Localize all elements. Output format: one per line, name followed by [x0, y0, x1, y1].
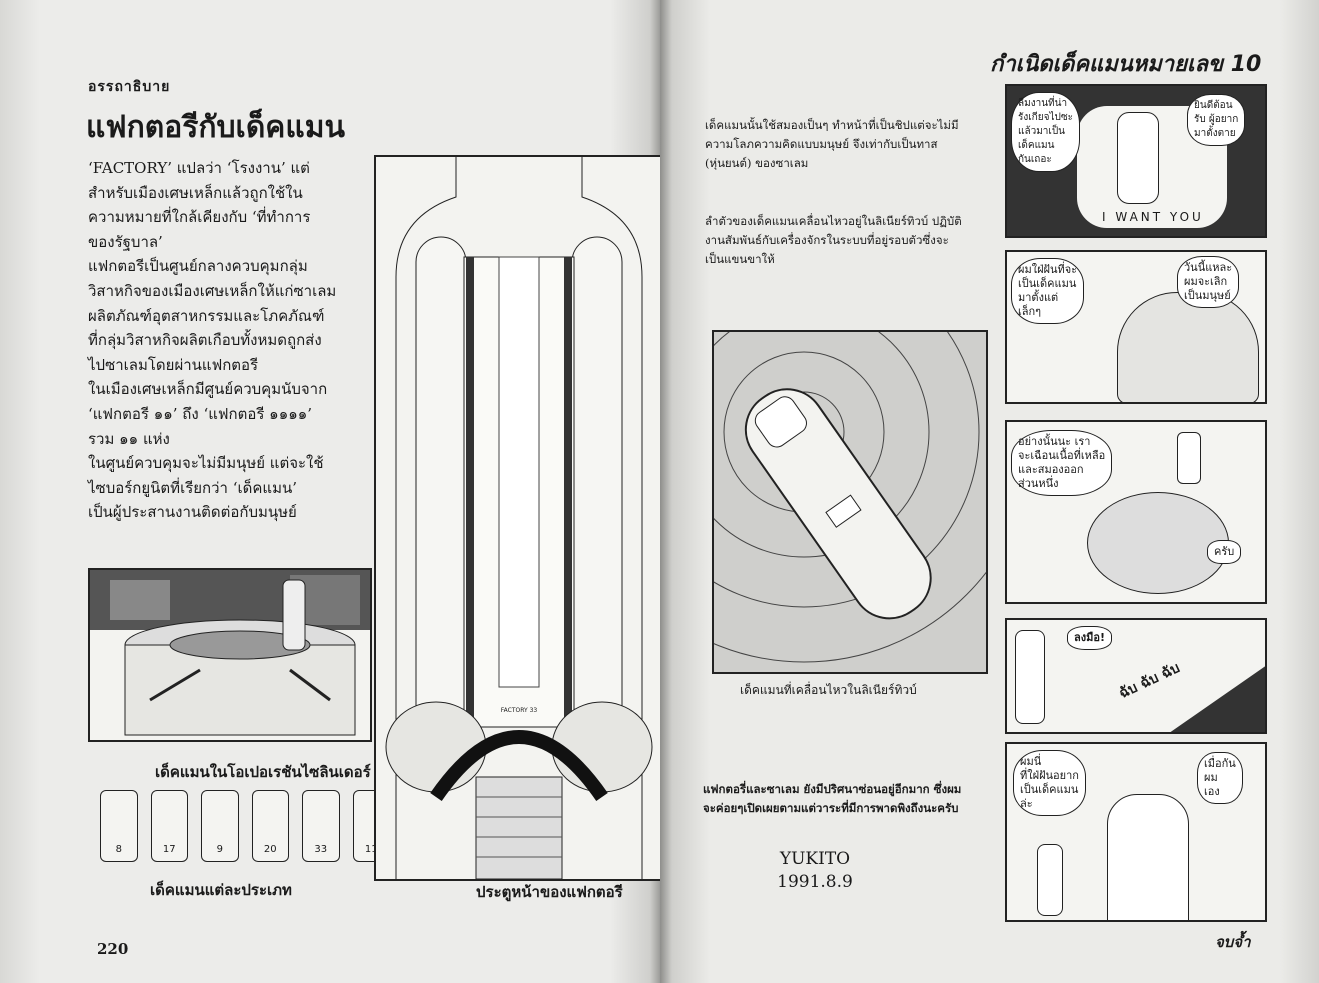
deckman-figure: 20	[251, 790, 289, 862]
linear-tube-illustration	[712, 330, 988, 674]
paragraph-3: แฟกตอรี่และซาเลม ยังมีปริศนาซ่อนอยู่อีกม…	[703, 780, 961, 818]
factory-sign: FACTORY 33	[500, 707, 538, 714]
operation-cylinder-illustration	[88, 568, 372, 742]
factory-drawing	[385, 157, 653, 879]
date: 1991.8.9	[777, 872, 853, 892]
author: YUKITO	[779, 849, 851, 869]
deckman-character	[1037, 844, 1063, 916]
page-number: 220	[97, 940, 129, 958]
speech-bubble: ครับ	[1207, 540, 1242, 564]
left-page: อรรถาธิบาย แฟกตอรีกับเด็คแมน ‘FACTORY’ แ…	[0, 0, 664, 983]
text-line: ความโลภความคิดแบบมนุษย์ จึงเท่ากับเป็นทา…	[705, 137, 938, 151]
body-line: เป็นผู้ประสานงานติดต่อกับมนุษย์	[88, 503, 297, 522]
comic-panel: ผมใฝ่ฝันที่จะ เป็นเด็คแมน มาตั้งแต่ เล็ก…	[1005, 250, 1267, 404]
deckman-number: 8	[115, 844, 122, 855]
character-body	[1117, 292, 1259, 402]
deckman-character	[1117, 112, 1159, 204]
deckman-number: 33	[314, 844, 328, 855]
deckman-10-character	[1107, 794, 1189, 920]
speech-bubble: ลงมือ!	[1067, 626, 1112, 650]
deckman-number: 11	[364, 844, 378, 855]
caption-cylinder: เด็คแมนในโอเปอเรชันไซลินเดอร์	[155, 763, 371, 781]
comic-panel: อย่างนั้นนะ เรา จะเฉือนเนื้อที่เหลือ และ…	[1005, 420, 1267, 604]
deckman-number: 9	[216, 844, 223, 855]
deckman-number: 20	[263, 844, 277, 855]
comic-panel: ลืมงานที่น่า รังเกียจไปซะ แล้วมาเป็น เด็…	[1005, 84, 1267, 238]
body-line: วิสาหกิจของเมืองเศษเหล็กให้แก่ซาเลม	[88, 281, 337, 300]
speech-bubble: ผมนี่ ที่ใฝ่ฝันอยาก เป็นเด็คแมน ล่ะ	[1013, 750, 1086, 816]
comic-panel: ลงมือ! ฉับ ฉับ ฉับ	[1005, 618, 1267, 734]
body-line: ความหมายที่ใกล้เคียงกับ ‘ที่ทำการ	[88, 208, 311, 227]
deckman-number: 17	[162, 844, 176, 855]
paragraph-1: เด็คแมนนั้นใช้สมองเป็นๆ ทำหน้าที่เป็นชิป…	[705, 116, 959, 173]
body-line: รวม ๑๑ แห่ง	[88, 429, 170, 448]
tube-drawing	[714, 332, 986, 672]
body-line: ‘FACTORY’ แปลว่า ‘โรงงาน’ แต่	[88, 159, 310, 177]
body-line: แฟกตอรีเป็นศูนย์กลางควบคุมกลุ่ม	[88, 257, 308, 276]
character-face	[1087, 492, 1229, 594]
speech-bubble: ลืมงานที่น่า รังเกียจไปซะ แล้วมาเป็น เด็…	[1011, 92, 1080, 172]
text-line: เด็คแมนนั้นใช้สมองเป็นๆ ทำหน้าที่เป็นชิป…	[705, 118, 959, 132]
deckman-figure: 8	[100, 790, 138, 862]
signature: YUKITO 1991.8.9	[755, 848, 875, 894]
body-line: ไปซาเลมโดยผ่านแฟกตอรี	[88, 355, 259, 374]
speech-bubble: วันนี้แหละ ผมจะเลิก เป็นมนุษย์	[1177, 256, 1240, 308]
deckman-character	[1015, 630, 1045, 724]
deckman-character	[1177, 432, 1201, 484]
caption-gate: ประตูหน้าของแฟกตอรี	[476, 883, 623, 901]
tv-sign: I WANT YOU	[1102, 210, 1204, 224]
sound-effect: ฉับ ฉับ ฉับ	[1116, 660, 1183, 702]
text-line: เป็นแขนขาให้	[705, 252, 775, 266]
body-line: ที่กลุ่มวิสาหกิจผลิตเกือบทั้งหมดถูกส่ง	[88, 331, 322, 350]
factory-gate-illustration: FACTORY 33	[374, 155, 664, 881]
ending-text: จบจ้ำ	[1215, 933, 1251, 951]
deckman-figure: 17	[150, 790, 188, 862]
kicker: อรรถาธิบาย	[88, 79, 171, 95]
comic-panel: ผมนี่ ที่ใฝ่ฝันอยาก เป็นเด็คแมน ล่ะ เมื่…	[1005, 742, 1267, 922]
paragraph-2: ลำตัวของเด็คแมนเคลื่อนไหวอยู่ในลิเนียร์ท…	[705, 212, 962, 269]
text-line: งานสัมพันธ์กับเครื่องจักรในระบบที่อยู่รอ…	[705, 233, 949, 247]
text-line: จะค่อยๆเปิดเผยตามแต่วาระที่มีการพาดพิงถึ…	[703, 801, 959, 815]
body-line: ‘แฟกตอรี ๑๑’ ถึง ‘แฟกตอรี ๑๑๑๑’	[88, 404, 313, 423]
deckman-types-row: 8 17 9 20 33 11	[100, 790, 390, 862]
text-line: แฟกตอรี่และซาเลม ยังมีปริศนาซ่อนอยู่อีกม…	[703, 782, 962, 796]
body-line: ในเมืองเศษเหล็กมีศูนย์ควบคุมนับจาก	[88, 380, 328, 399]
body-line: ในศูนย์ควบคุมจะไม่มีมนุษย์ แต่จะใช้	[88, 454, 324, 473]
body-line: สำหรับเมืองเศษเหล็กแล้วถูกใช้ใน	[88, 183, 303, 202]
text-line: (หุ่นยนต์) ของซาเลม	[705, 156, 809, 170]
body-line: ไซบอร์กยูนิตที่เรียกว่า ‘เด็คแมน’	[88, 478, 297, 497]
text-line: ลำตัวของเด็คแมนเคลื่อนไหวอยู่ในลิเนียร์ท…	[705, 214, 962, 228]
speech-bubble: ผมใฝ่ฝันที่จะ เป็นเด็คแมน มาตั้งแต่ เล็ก…	[1011, 258, 1085, 324]
speech-bubble: อย่างนั้นนะ เรา จะเฉือนเนื้อที่เหลือ และ…	[1011, 430, 1113, 496]
cylinder-drawing	[90, 570, 370, 736]
page-title: แฟกตอรีกับเด็คแมน	[86, 110, 345, 145]
body-line: ผลิตภัณฑ์อุตสาหกรรมและโภคภัณฑ์	[88, 306, 325, 325]
deckman-figure: 33	[302, 790, 340, 862]
caption-tube: เด็คแมนที่เคลื่อนไหวในลิเนียร์ทิวบ์	[740, 683, 917, 697]
body-line: ของรัฐบาล’	[88, 232, 163, 251]
speech-bubble: ยินดีต้อน รับ ผู้อยาก มาตั้งตาย	[1187, 94, 1246, 146]
deckman-figure: 9	[201, 790, 239, 862]
body-text: ‘FACTORY’ แปลว่า ‘โรงงาน’ แต่ สำหรับเมือ…	[88, 156, 373, 525]
comic-title: กำเนิดเด็คแมนหมายเลข 10	[990, 52, 1262, 77]
caption-types: เด็คแมนแต่ละประเภท	[150, 881, 292, 899]
speech-bubble: เมื่อกัน ผม เอง	[1197, 752, 1243, 804]
